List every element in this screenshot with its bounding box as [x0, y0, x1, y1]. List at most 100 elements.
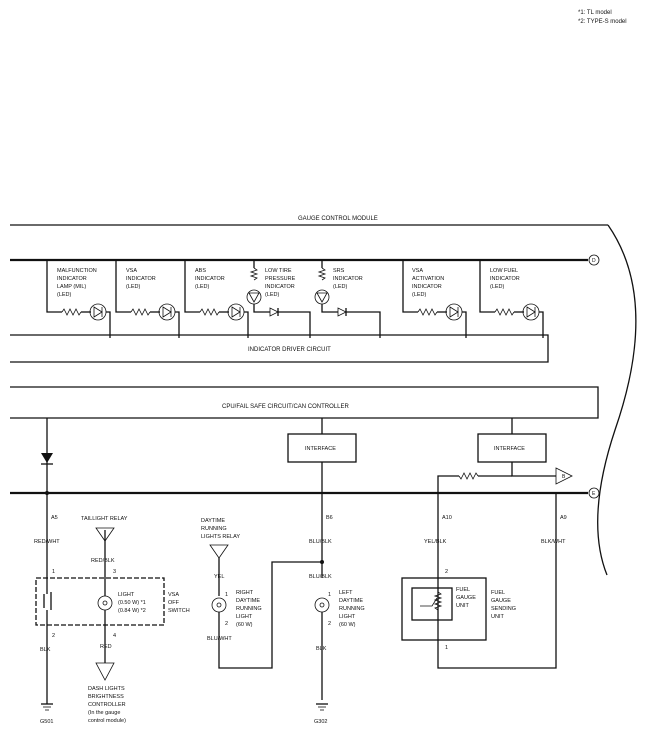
indicator-label-7: LOW FUEL [490, 268, 518, 274]
svg-text:2: 2 [445, 569, 448, 575]
svg-text:CONTROLLER: CONTROLLER [88, 702, 126, 708]
interface-2: INTERFACE B [477, 418, 573, 485]
indicator-label-5: (LED) [333, 284, 348, 290]
svg-text:FUEL: FUEL [491, 590, 505, 596]
svg-text:DAYTIME: DAYTIME [339, 598, 363, 604]
svg-text:FUEL: FUEL [456, 587, 470, 593]
resistor-icon [61, 308, 82, 316]
svg-text:A10: A10 [442, 515, 452, 521]
svg-text:DASH LIGHTS: DASH LIGHTS [88, 686, 125, 692]
indicator-label-5: SRS [333, 268, 345, 274]
svg-text:1: 1 [225, 592, 228, 598]
resistor-icon [130, 308, 151, 316]
indicator-label-4: INDICATOR [265, 284, 295, 290]
svg-text:VSA: VSA [168, 592, 179, 598]
svg-text:YEL: YEL [214, 574, 224, 580]
svg-text:RUNNING: RUNNING [201, 526, 227, 532]
interface-1: INTERFACE B6 BLU/BLK [287, 418, 357, 578]
indicator-label-2: INDICATOR [126, 276, 156, 282]
connector-d [588, 254, 600, 266]
indicator-label-1: LAMP (MIL) [57, 284, 86, 290]
ground-g302: G302 [314, 703, 328, 725]
svg-text:A9: A9 [560, 515, 567, 521]
svg-text:(60 W): (60 W) [236, 622, 253, 628]
svg-text:BLK: BLK [40, 647, 51, 653]
svg-text:LIGHT: LIGHT [339, 614, 356, 620]
svg-text:1: 1 [328, 592, 331, 598]
svg-text:(In the gauge: (In the gauge [88, 710, 120, 716]
note-type-s-model: *2: TYPE-S model [578, 19, 627, 25]
vsa-off-switch: 1 2 BLK VSA OFF SWITCH 3 4 LIGHT (0.50 W… [35, 530, 190, 700]
indicator-label-4: (LED) [265, 292, 280, 298]
resistor-icon [494, 308, 515, 316]
svg-text:B: B [562, 474, 566, 480]
indicator-label-3: (LED) [195, 284, 210, 290]
indicator-label-1: MALFUNCTION [57, 268, 97, 274]
bulb-icon [314, 597, 330, 613]
indicator-label-2: (LED) [126, 284, 141, 290]
led-icon [227, 303, 245, 321]
svg-text:control module): control module) [88, 718, 126, 724]
svg-text:OFF: OFF [168, 600, 180, 606]
svg-text:BLK/WHT: BLK/WHT [541, 539, 566, 545]
svg-text:LIGHT: LIGHT [118, 592, 135, 598]
relay-icon [209, 544, 229, 559]
svg-text:1: 1 [52, 569, 55, 575]
svg-text:LEFT: LEFT [339, 590, 353, 596]
gauge-control-module-outline: GAUGE CONTROL MODULE [10, 216, 637, 576]
svg-text:E: E [592, 491, 596, 497]
svg-text:CPU/FAIL SAFE CIRCUIT/CAN CONT: CPU/FAIL SAFE CIRCUIT/CAN CONTROLLER [222, 404, 349, 410]
svg-text:RED: RED [100, 644, 112, 650]
svg-text:INTERFACE: INTERFACE [494, 446, 525, 452]
indicator-label-5: INDICATOR [333, 276, 363, 282]
svg-text:2: 2 [225, 621, 228, 627]
svg-text:BLU/WHT: BLU/WHT [207, 636, 232, 642]
svg-text:TAILLIGHT RELAY: TAILLIGHT RELAY [81, 516, 128, 522]
svg-text:DAYTIME: DAYTIME [236, 598, 260, 604]
svg-text:RIGHT: RIGHT [236, 590, 254, 596]
indicator-label-6: INDICATOR [412, 284, 442, 290]
indicator-led-6 [402, 260, 467, 338]
left-drl-circuit: BLU/BLK 1 2 BLK LEFT DAYTIME RUNNING LIG… [309, 574, 365, 700]
svg-text:2: 2 [328, 621, 331, 627]
led-icon [522, 303, 540, 321]
resistor-icon [199, 308, 220, 316]
svg-text:(60 W): (60 W) [339, 622, 356, 628]
svg-text:INTERFACE: INTERFACE [305, 446, 336, 452]
bulb-icon [211, 597, 227, 613]
svg-text:INDICATOR DRIVER CIRCUIT: INDICATOR DRIVER CIRCUIT [248, 347, 331, 353]
indicator-leds [46, 260, 544, 338]
led-icon [445, 303, 463, 321]
svg-text:RED/BLK: RED/BLK [91, 558, 115, 564]
indicator-led-2 [115, 260, 180, 338]
indicator-label-1: INDICATOR [57, 276, 87, 282]
controller-icon [95, 662, 115, 681]
svg-text:YEL/BLK: YEL/BLK [424, 539, 447, 545]
indicator-label-7: (LED) [490, 284, 505, 290]
svg-text:RED/WHT: RED/WHT [34, 539, 60, 545]
svg-text:GAUGE: GAUGE [456, 595, 476, 601]
bus-d: D [10, 254, 600, 266]
svg-text:SWITCH: SWITCH [168, 608, 190, 614]
cpu-can-controller: CPU/FAIL SAFE CIRCUIT/CAN CONTROLLER [10, 386, 599, 419]
low-tire-srs-bulbs [246, 260, 381, 338]
led-icon [158, 303, 176, 321]
indicator-label-3: INDICATOR [195, 276, 225, 282]
indicator-label-4: PRESSURE [265, 276, 296, 282]
svg-text:SENDING: SENDING [491, 606, 516, 612]
a5-circuit: A5 RED/WHT [34, 418, 60, 578]
fuel-gauge-unit-box [411, 587, 453, 621]
svg-text:BRIGHTNESS: BRIGHTNESS [88, 694, 124, 700]
indicator-led-7 [479, 260, 544, 338]
bulb-icon [97, 595, 113, 611]
resistor-icon [417, 308, 438, 316]
indicator-led-3 [184, 260, 249, 338]
svg-text:G302: G302 [314, 719, 327, 725]
svg-text:BLK: BLK [316, 646, 327, 652]
svg-text:LIGHTS RELAY: LIGHTS RELAY [201, 534, 240, 540]
svg-text:2: 2 [52, 633, 55, 639]
indicator-label-6: ACTIVATION [412, 276, 444, 282]
indicator-label-7: INDICATOR [490, 276, 520, 282]
svg-text:A5: A5 [51, 515, 58, 521]
